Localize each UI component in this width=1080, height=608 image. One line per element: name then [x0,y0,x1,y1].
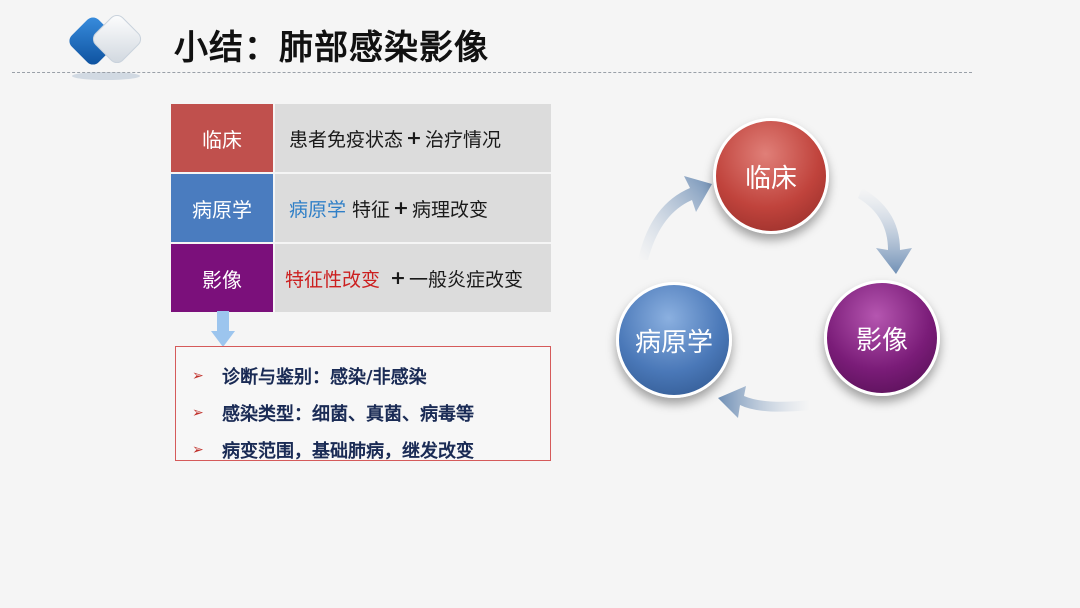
cycle-node-pathogen: 病原学 [616,282,732,398]
title-divider [12,72,972,73]
bullet-text: 病变范围，基础肺病，继发改变 [222,440,474,462]
arrow-bullet-icon: ➢ [192,404,204,421]
bullet-text: 感染类型：细菌、真菌、病毒等 [222,403,474,425]
arrow-bullet-icon: ➢ [192,441,204,458]
cycle-node-clinical: 临床 [713,118,829,234]
down-arrow-icon [211,311,235,347]
arrow-bullet-icon: ➢ [192,367,204,384]
row-content-imaging: 特征性改变 + 一般炎症改变 [275,244,551,312]
highlight-text: 病原学 [289,198,347,221]
list-item: ➢ 诊断与鉴别：感染/非感染 [176,357,550,394]
cycle-arrow-icon [858,188,912,274]
plus-sign: + [390,267,406,289]
table-row-clinical: 临床 患者免疫状态 + 治疗情况 [171,104,551,172]
list-item: ➢ 病变范围，基础肺病，继发改变 [176,431,550,468]
content-text: 一般炎症改变 [408,268,523,291]
row-content-pathogen: 病原学 特征 + 病理改变 [275,174,551,242]
table-row-imaging: 影像 特征性改变 + 一般炎症改变 [171,244,551,312]
bullet-text: 诊断与鉴别：感染/非感染 [222,366,427,388]
plus-sign: + [406,127,422,149]
key-points-box: ➢ 诊断与鉴别：感染/非感染 ➢ 感染类型：细菌、真菌、病毒等 ➢ 病变范围，基… [175,346,551,462]
cycle-diagram: 临床 影像 病原学 [600,110,960,450]
row-label-clinical: 临床 [171,104,273,172]
content-text: 病理改变 [411,198,488,221]
row-label-imaging: 影像 [171,244,273,312]
page-title: 小结：肺部感染影像 [174,28,489,68]
row-content-clinical: 患者免疫状态 + 治疗情况 [275,104,551,172]
highlight-text: 特征性改变 [285,268,381,291]
content-text: 治疗情况 [424,128,501,151]
summary-table: 临床 患者免疫状态 + 治疗情况 病原学 病原学 特征 + 病理改变 影像 特征… [171,104,551,314]
list-item: ➢ 感染类型：细菌、真菌、病毒等 [176,394,550,431]
plus-sign: + [393,197,409,219]
content-text: 患者免疫状态 [289,128,404,151]
row-label-pathogen: 病原学 [171,174,273,242]
cycle-arrow-icon [638,176,712,260]
content-text: 特征 [352,198,391,221]
logo-icon [69,14,142,80]
cycle-arrows [638,176,912,418]
cycle-arrow-icon [718,386,810,418]
cycle-node-imaging: 影像 [824,280,940,396]
table-row-pathogen: 病原学 病原学 特征 + 病理改变 [171,174,551,242]
